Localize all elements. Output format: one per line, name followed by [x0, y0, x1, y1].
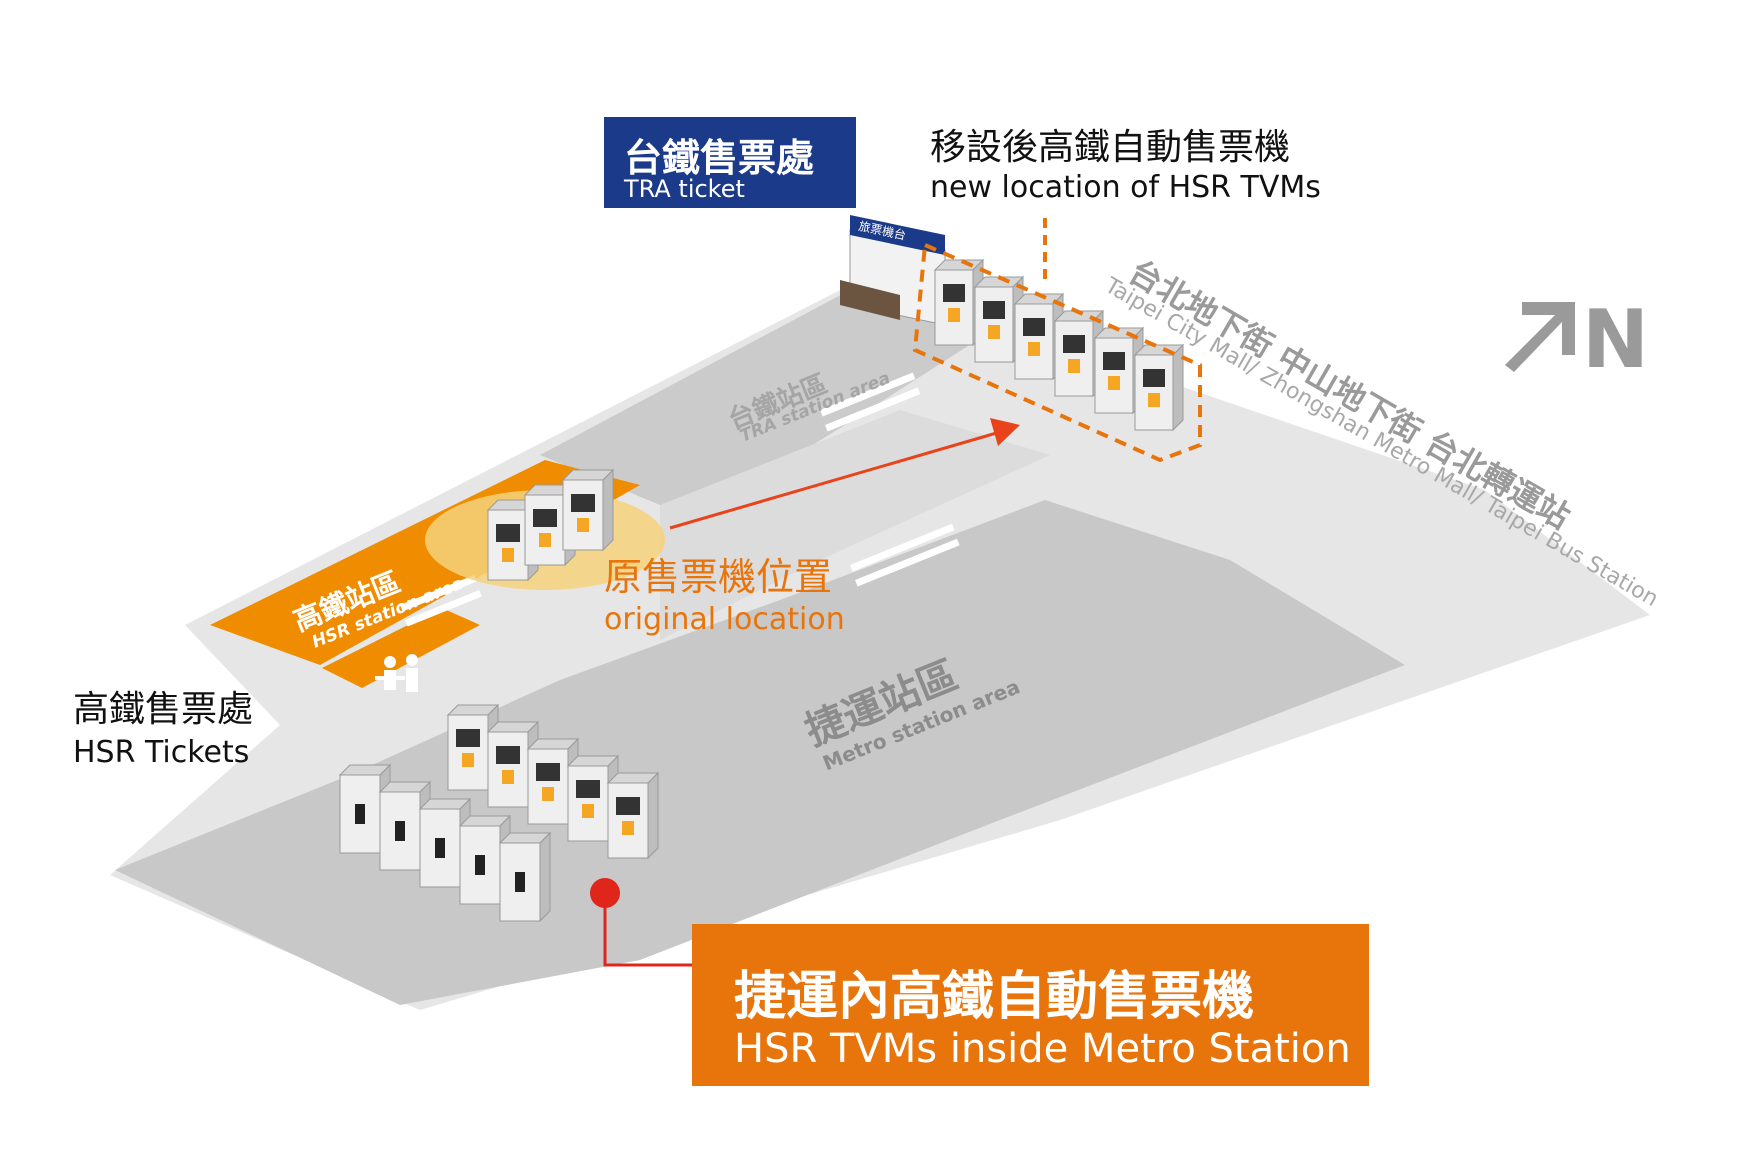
tvm-machines — [338, 258, 1185, 923]
hsr-tickets-zh: 高鐵售票處 — [73, 689, 254, 730]
metro-tvm-label: 捷運內高鐵自動售票機 HSR TVMs inside Metro Station — [692, 924, 1369, 1086]
tvm-original-2 — [561, 468, 615, 552]
ticket-counter-people-icon — [375, 654, 418, 692]
hsr-tickets-en: HSR Tickets — [73, 735, 250, 770]
tra-counters-en: TRA ticket counters — [624, 175, 745, 231]
tvm-new-5 — [1133, 343, 1185, 432]
relocation-arrow-head — [990, 418, 1020, 446]
new-location-en: new location of HSR TVMs — [930, 170, 1321, 205]
hsr-ticket-zone — [322, 608, 480, 688]
new-location-zh: 移設後高鐵自動售票機 — [930, 127, 1291, 168]
corridor — [660, 410, 1050, 640]
original-location-zh: 原售票機位置 — [604, 555, 833, 599]
new-location-dashed-box — [912, 242, 1202, 463]
tvm-metro-4 — [606, 771, 660, 860]
marker-leader-line — [603, 893, 692, 967]
north-label: N — [1582, 293, 1649, 386]
metro-tvm-zh: 捷運內高鐵自動售票機 — [734, 967, 1255, 1027]
tra-counters-zh: 台鐵售票處 — [624, 136, 815, 180]
original-location-en: original location — [604, 602, 845, 637]
relocation-arrow-line — [669, 430, 1001, 530]
arrow-northeast-icon — [1505, 302, 1575, 372]
tra-ticket-counters-label: 台鐵售票處 TRA ticket counters — [604, 117, 856, 231]
metro-tvm-en: HSR TVMs inside Metro Station — [734, 1026, 1351, 1072]
locker-4 — [498, 831, 552, 923]
tra-station-area — [540, 290, 985, 505]
crosswalk-stripes — [400, 372, 960, 627]
